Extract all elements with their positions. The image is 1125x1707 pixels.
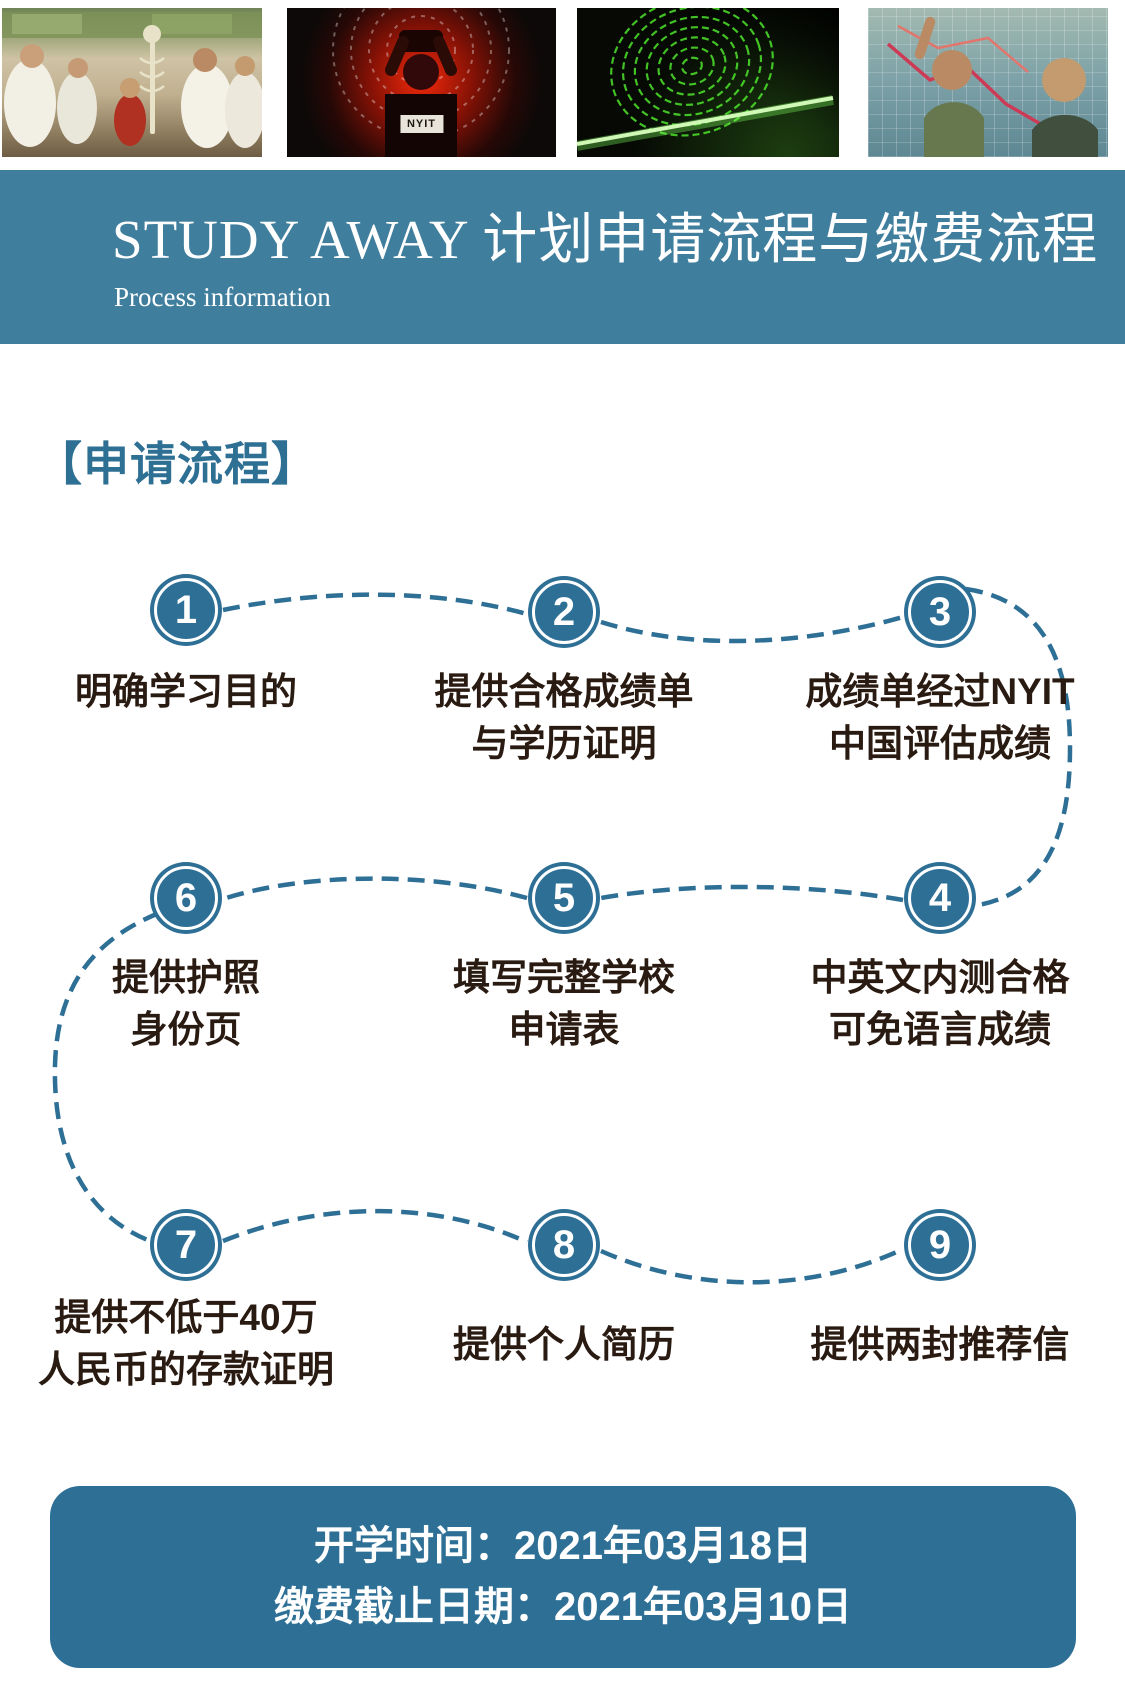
step-label-7: 提供不低于40万 人民币的存款证明 (0, 1292, 372, 1396)
connector-8-9 (600, 1246, 904, 1285)
connector-4-5 (600, 884, 904, 903)
dates-info-box: 开学时间：2021年03月18日 缴费截止日期：2021年03月10日 (50, 1486, 1076, 1668)
step-label-line: 成绩单经过NYIT (805, 671, 1075, 712)
step-label-line: 提供合格成绩单 (434, 671, 694, 712)
connector-2-3 (600, 614, 904, 644)
step-number: 5 (552, 876, 576, 920)
step-label-9: 提供两封推荐信 (754, 1319, 1125, 1371)
step-number: 8 (552, 1223, 576, 1267)
step-label-line: 身份页 (130, 1009, 242, 1050)
step-label-line: 明确学习目的 (75, 671, 297, 712)
step-label-line: 提供不低于40万 (54, 1297, 318, 1338)
step-number: 1 (174, 588, 198, 632)
glass-board-illustration (886, 16, 1098, 157)
section-heading: 【申请流程】 (36, 438, 318, 490)
step-label-line: 可免语言成绩 (829, 1009, 1051, 1050)
payment-deadline-line: 缴费截止日期：2021年03月10日 (274, 1585, 852, 1629)
step-label-6: 提供护照 身份页 (0, 952, 372, 1056)
step-label-3: 成绩单经过NYIT 中国评估成绩 (754, 666, 1125, 770)
classroom-illustration (2, 12, 262, 148)
step-label-5: 填写完整学校 申请表 (378, 952, 750, 1056)
step-label-line: 人民币的存款证明 (38, 1349, 334, 1390)
step-label-line: 申请表 (508, 1009, 620, 1050)
step-number: 6 (174, 876, 198, 920)
step-label-line: 提供两封推荐信 (810, 1324, 1070, 1365)
step-circle-9: 9 (908, 1213, 972, 1277)
step-label-line: 提供个人简历 (453, 1324, 675, 1365)
banner-photo-medical-classroom (2, 8, 262, 157)
title-band: STUDY AWAY 计划申请流程与缴费流程 Process informati… (0, 170, 1125, 344)
step-number: 4 (928, 876, 952, 920)
banner-photo-vr-student: NYIT (287, 8, 556, 157)
step-label-1: 明确学习目的 (0, 666, 372, 718)
banner-photo-analysts (868, 8, 1108, 157)
page-subtitle: Process information (114, 282, 331, 312)
step-circle-4: 4 (908, 866, 972, 930)
page-title: STUDY AWAY 计划申请流程与缴费流程 (112, 209, 1099, 270)
step-circle-5: 5 (532, 866, 596, 930)
fingerprint-illustration (577, 8, 834, 151)
step-label-line: 中英文内测合格 (810, 957, 1070, 998)
connector-1-2 (222, 592, 528, 617)
step-circle-1: 1 (154, 578, 218, 642)
step-circle-7: 7 (154, 1213, 218, 1277)
step-number: 7 (174, 1223, 198, 1267)
connector-5-6 (222, 876, 528, 902)
step-label-line: 提供护照 (112, 957, 260, 998)
step-circle-6: 6 (154, 866, 218, 930)
vr-illustration (332, 8, 510, 157)
step-label-2: 提供合格成绩单 与学历证明 (378, 666, 750, 770)
step-circle-3: 3 (908, 580, 972, 644)
step-label-4: 中英文内测合格 可免语言成绩 (754, 952, 1125, 1056)
step-label-8: 提供个人简历 (378, 1319, 750, 1371)
step-number: 3 (928, 590, 952, 634)
banner-photo-fingerprint (577, 8, 839, 157)
step-circle-8: 8 (532, 1213, 596, 1277)
start-date-line: 开学时间：2021年03月18日 (314, 1524, 812, 1568)
step-number: 2 (552, 590, 576, 634)
connector-7-8 (222, 1208, 528, 1245)
step-circle-2: 2 (532, 580, 596, 644)
shirt-logo-text: NYIT (399, 115, 444, 134)
step-label-line: 与学历证明 (471, 723, 657, 764)
step-number: 9 (928, 1223, 952, 1267)
step-label-line: 中国评估成绩 (829, 723, 1051, 764)
step-label-line: 填写完整学校 (453, 957, 675, 998)
